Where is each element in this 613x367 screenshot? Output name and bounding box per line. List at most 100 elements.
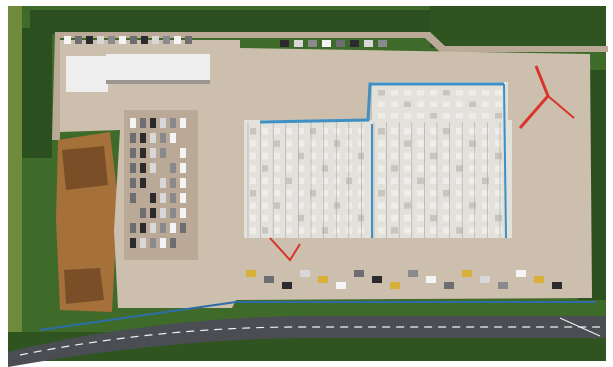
- parked-car: [180, 178, 186, 188]
- yard-vehicle: [185, 36, 192, 44]
- column-bay: [391, 165, 398, 172]
- column-bay: [262, 165, 268, 172]
- column-bay: [262, 227, 268, 234]
- yard-vehicle: [130, 36, 137, 44]
- construction-equipment: [390, 282, 400, 289]
- column-bay: [334, 227, 340, 234]
- parked-car: [160, 193, 166, 203]
- construction-equipment: [336, 282, 346, 289]
- column-bay: [358, 152, 364, 160]
- column-bay: [310, 190, 316, 197]
- column-bay: [495, 202, 502, 209]
- soil-mound: [62, 146, 108, 190]
- column-bay: [469, 101, 476, 107]
- column-bay: [469, 227, 476, 234]
- column-bay: [378, 190, 385, 197]
- column-bay: [310, 152, 316, 160]
- column-bay: [334, 202, 340, 209]
- column-bay: [443, 202, 450, 209]
- parked-car: [170, 163, 176, 173]
- column-bay: [404, 165, 411, 172]
- building-under-construction: [244, 82, 512, 239]
- column-bay: [430, 140, 437, 147]
- parked-car: [150, 118, 156, 128]
- column-bay: [495, 101, 502, 107]
- parked-car: [130, 193, 136, 203]
- column-bay: [443, 140, 450, 147]
- column-bay: [262, 190, 268, 197]
- column-bay: [456, 202, 463, 209]
- column-bay: [310, 227, 316, 234]
- tower-crane: [518, 65, 575, 129]
- column-bay: [286, 214, 292, 222]
- column-bay: [310, 165, 316, 172]
- column-bay: [456, 128, 463, 135]
- column-bay: [250, 227, 256, 234]
- column-bay: [358, 214, 364, 222]
- column-bay: [322, 190, 328, 197]
- column-bay: [310, 202, 316, 209]
- parked-car: [150, 223, 156, 233]
- column-bay: [378, 128, 385, 135]
- parked-car: [180, 208, 186, 218]
- steel-beam-right: [503, 83, 507, 239]
- yard-vehicle: [75, 36, 82, 44]
- column-bay: [391, 227, 398, 234]
- column-bay: [417, 227, 424, 234]
- construction-equipment: [480, 276, 490, 283]
- column-bay: [456, 152, 463, 160]
- column-bay: [443, 190, 450, 197]
- column-bay: [495, 113, 502, 119]
- column-bay: [298, 227, 304, 234]
- column-bay: [456, 190, 463, 197]
- column-bay: [250, 140, 256, 147]
- column-bay: [456, 113, 463, 119]
- parked-car: [180, 118, 186, 128]
- column-bay: [358, 190, 364, 197]
- column-bay: [430, 177, 437, 184]
- parked-cars: [130, 118, 186, 248]
- column-bay: [358, 202, 364, 209]
- column-bay: [482, 177, 489, 184]
- column-bay: [469, 214, 476, 222]
- column-bay: [443, 214, 450, 222]
- column-bay: [298, 177, 304, 184]
- tree-row-left: [22, 28, 52, 158]
- column-bay: [378, 152, 385, 160]
- column-bay: [495, 227, 502, 234]
- column-bay: [417, 152, 424, 160]
- road-centerline: [19, 326, 600, 356]
- warehouse-shadow: [106, 80, 210, 84]
- column-bay: [286, 227, 292, 234]
- column-bay: [495, 128, 502, 135]
- parked-car: [140, 163, 146, 173]
- site-office-building: [66, 54, 210, 92]
- column-bay: [482, 140, 489, 147]
- column-bay: [482, 152, 489, 160]
- column-bay: [456, 214, 463, 222]
- column-bay: [391, 101, 398, 107]
- column-bay: [430, 128, 437, 135]
- column-bay: [286, 165, 292, 172]
- column-bay: [358, 177, 364, 184]
- column-bay: [298, 128, 304, 135]
- steel-beam-top: [259, 82, 504, 124]
- column-bay: [378, 90, 385, 96]
- column-bay: [250, 128, 256, 135]
- column-bay: [334, 152, 340, 160]
- construction-equipment: [300, 270, 310, 277]
- construction-equipment: [462, 270, 472, 277]
- column-bay: [334, 214, 340, 222]
- column-bay: [443, 227, 450, 234]
- column-bay: [443, 90, 450, 96]
- column-bay: [378, 227, 385, 234]
- column-bay: [430, 152, 437, 160]
- yard-vehicle: [86, 36, 93, 44]
- column-bay: [404, 214, 411, 222]
- column-bay: [482, 202, 489, 209]
- road-surface: [8, 316, 606, 367]
- column-bay: [417, 190, 424, 197]
- yard-vehicle: [174, 36, 181, 44]
- column-bay: [404, 227, 411, 234]
